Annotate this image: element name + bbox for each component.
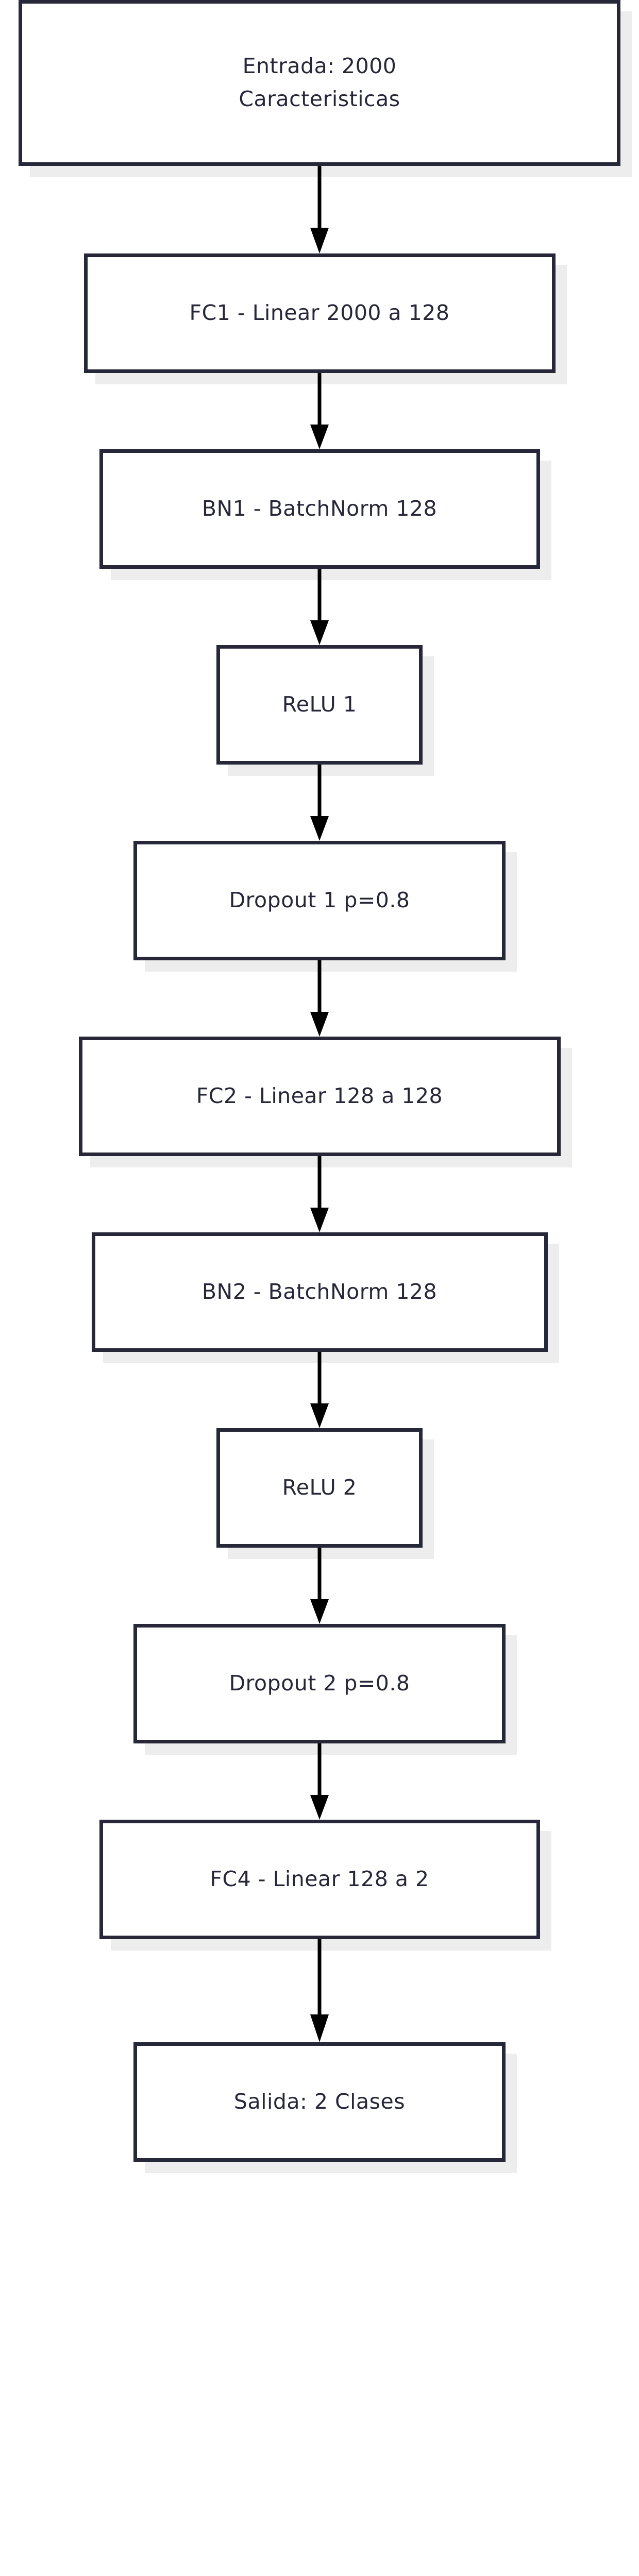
node-bn2[interactable]: BN2 - BatchNorm 128 xyxy=(91,1232,548,1352)
node-fc4[interactable]: FC4 - Linear 128 a 2 xyxy=(99,1820,540,1939)
node-fc2[interactable]: FC2 - Linear 128 a 128 xyxy=(78,1037,561,1156)
node-dropout2[interactable]: Dropout 2 p=0.8 xyxy=(133,1624,506,1743)
edge-bn1-to-relu1 xyxy=(304,569,335,645)
edge-fc1-to-bn1 xyxy=(304,373,335,449)
node-relu2[interactable]: ReLU 2 xyxy=(216,1428,423,1548)
node-label-dropout1: Dropout 1 p=0.8 xyxy=(229,888,410,913)
edge-relu2-to-dropout2 xyxy=(304,1548,335,1624)
node-label-fc4: FC4 - Linear 128 a 2 xyxy=(210,1867,429,1892)
edge-bn2-to-relu2 xyxy=(304,1352,335,1428)
node-label-entrada: Entrada: 2000 Caracteristicas xyxy=(239,54,400,111)
node-label-bn1: BN1 - BatchNorm 128 xyxy=(201,496,438,521)
node-entrada[interactable]: Entrada: 2000 Caracteristicas xyxy=(19,0,620,166)
node-label-salida: Salida: 2 Clases xyxy=(233,2089,406,2114)
node-fc1[interactable]: FC1 - Linear 2000 a 128 xyxy=(83,253,556,373)
edge-dropout1-to-fc2 xyxy=(304,960,335,1037)
edge-entrada-to-fc1 xyxy=(304,166,335,253)
node-salida[interactable]: Salida: 2 Clases xyxy=(133,2042,506,2162)
edge-dropout2-to-fc4 xyxy=(304,1743,335,1820)
node-bn1[interactable]: BN1 - BatchNorm 128 xyxy=(99,449,540,569)
node-label-dropout2: Dropout 2 p=0.8 xyxy=(229,1671,410,1696)
node-label-bn2: BN2 - BatchNorm 128 xyxy=(201,1279,438,1304)
edge-fc2-to-bn2 xyxy=(304,1156,335,1232)
node-label-fc2: FC2 - Linear 128 a 128 xyxy=(196,1083,443,1109)
edge-fc4-to-salida xyxy=(304,1939,335,2042)
node-dropout1[interactable]: Dropout 1 p=0.8 xyxy=(133,841,506,960)
node-label-relu1: ReLU 1 xyxy=(282,692,357,717)
node-label-fc1: FC1 - Linear 2000 a 128 xyxy=(189,300,450,326)
edge-relu1-to-dropout1 xyxy=(304,765,335,841)
node-label-relu2: ReLU 2 xyxy=(282,1475,357,1500)
node-relu1[interactable]: ReLU 1 xyxy=(216,645,423,765)
